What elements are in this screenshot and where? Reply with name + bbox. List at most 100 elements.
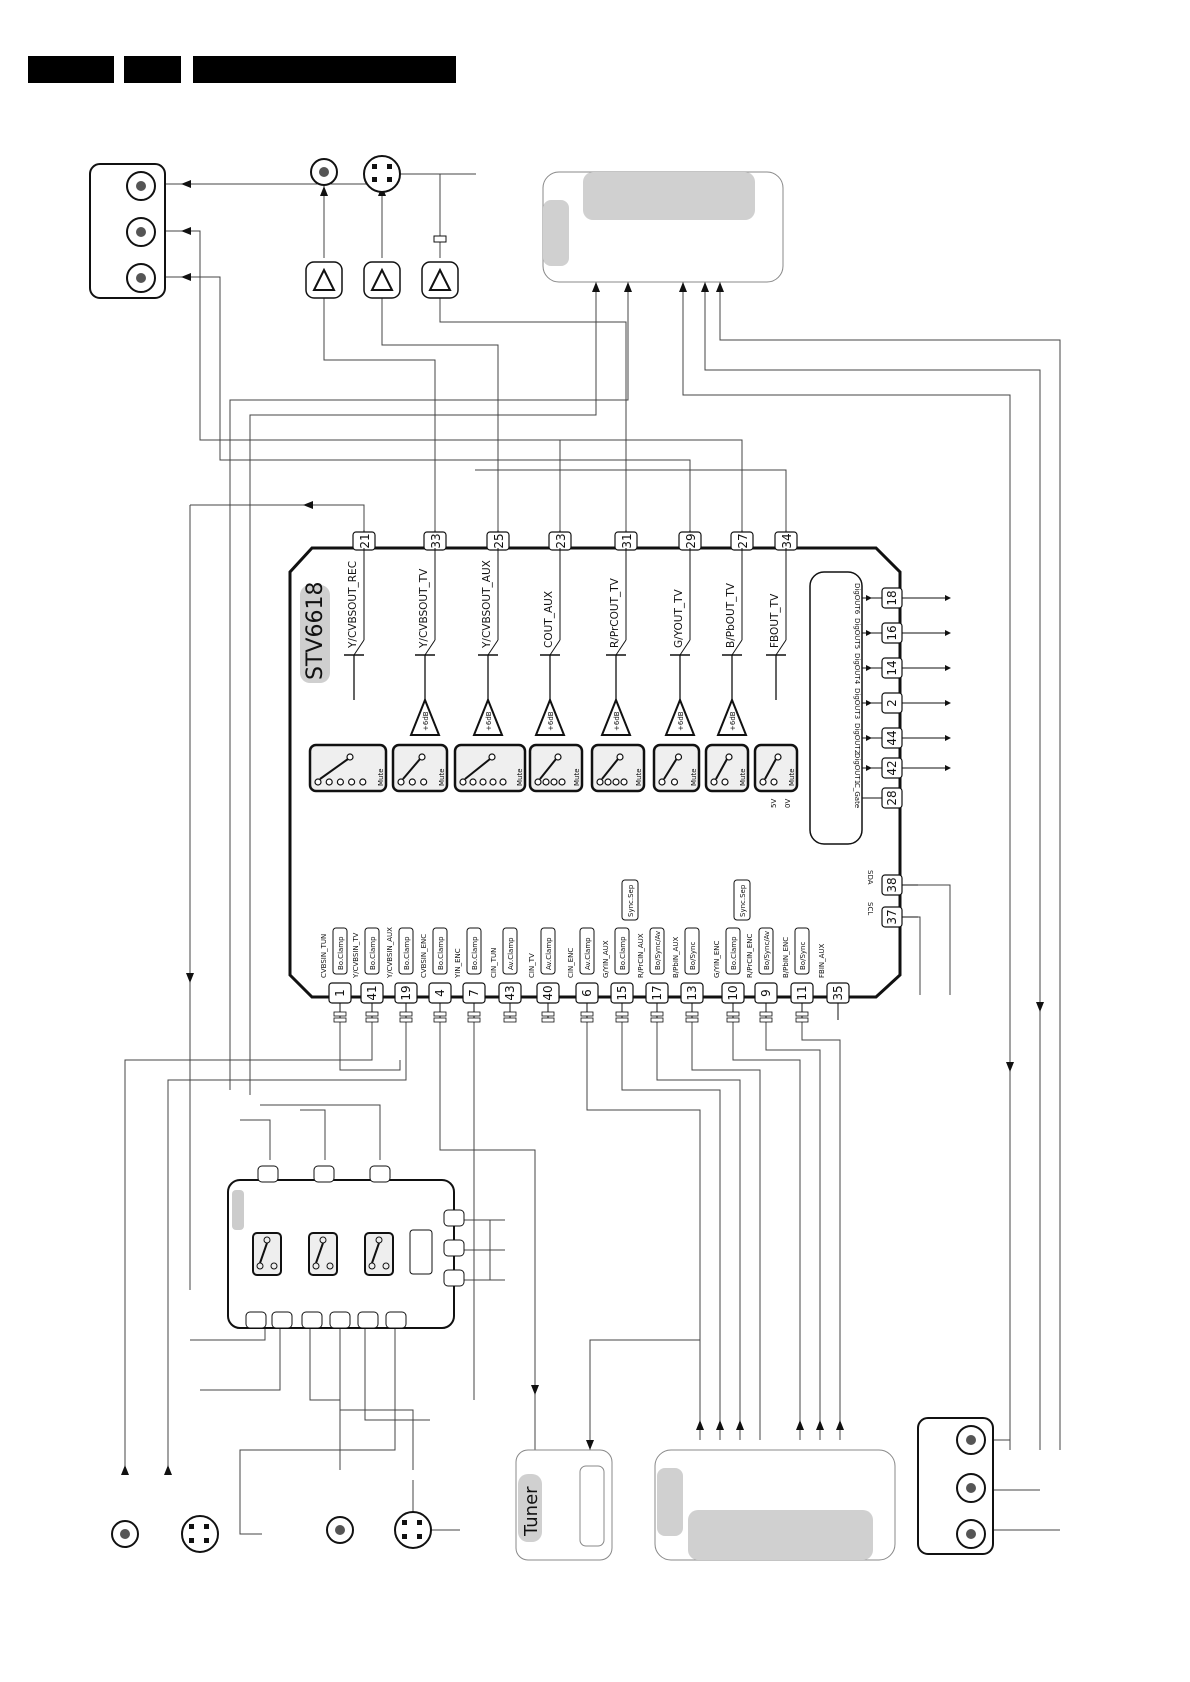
clamp-block-label: Av.Clamp	[507, 937, 515, 970]
header-bars	[28, 56, 456, 83]
buffer-3	[421, 261, 459, 299]
rca-jack-top[interactable]	[310, 158, 338, 186]
bottom-pin-number: 13	[685, 985, 699, 1000]
rca-jack-1[interactable]	[126, 171, 156, 201]
rca-jack-bottom-right-2[interactable]	[956, 1473, 986, 1503]
amp-6db: +6dB	[600, 697, 632, 736]
right-pin-number: 28	[885, 790, 899, 805]
top-connector-block	[542, 171, 784, 283]
arrow-marks	[121, 180, 1044, 1475]
right-pin-label: DigOUT2	[853, 723, 861, 754]
clamp-block-label: Bo.Clamp	[471, 936, 479, 970]
right-pin-number: 37	[885, 909, 899, 924]
right-pin-number: 18	[885, 590, 899, 605]
bottom-pin-number: 7	[467, 989, 481, 997]
bottom-pin-label: YIN_ENC	[454, 948, 462, 979]
bottom-pin-number: 41	[365, 985, 379, 1000]
bottom-pin-number: 10	[726, 985, 740, 1000]
mute-label: Mute	[739, 768, 747, 786]
mute-label: Mute	[377, 768, 385, 786]
bottom-pin-number: 43	[503, 985, 517, 1000]
svideo-jack-bottom-2[interactable]	[394, 1511, 432, 1549]
top-pin-label: B/PbOUT_TV	[725, 582, 737, 648]
buffer-1	[305, 261, 343, 299]
rca-jack-bottom-1[interactable]	[111, 1520, 139, 1548]
right-pin-number: 2	[885, 699, 899, 707]
bottom-pin-label: FBIN_AUX	[818, 943, 826, 978]
bottom-connector-gray-small	[657, 1468, 683, 1536]
top-pin-label: FBOUT_TV	[769, 593, 781, 648]
top-pin-31: 31R/PrCOUT_TV	[606, 530, 638, 700]
top-pin-27: 27B/PbOUT_TV	[722, 530, 754, 700]
bottom-pin-number: 19	[399, 985, 413, 1000]
clamp-block-label: Bo.Clamp	[403, 936, 411, 970]
mute-label: Mute	[690, 768, 698, 786]
svideo-jack-bottom-1[interactable]	[181, 1515, 219, 1553]
clamp-block-label: Bo/Sync/Av	[763, 931, 771, 970]
buffer-2	[363, 261, 401, 299]
right-pin-number: 38	[885, 877, 899, 892]
top-pin-29: 29G/YOUT_TV	[670, 530, 702, 700]
clamp-block-label: Bo.Clamp	[437, 936, 445, 970]
right-pin-number: 42	[885, 760, 899, 775]
connector-gray-small	[543, 200, 569, 266]
top-pin-label: COUT_AUX	[543, 591, 555, 648]
rca-jack-3[interactable]	[126, 263, 156, 293]
top-pin-number: 33	[429, 533, 443, 548]
sync-sep-label: Sync.Sep	[627, 884, 635, 917]
right-pin-label: SDA	[866, 870, 874, 885]
amplifier-group: +6dB+6dB+6dB+6dB+6dB+6dB	[409, 697, 748, 736]
amp-label: +6dB	[547, 711, 555, 731]
amp-label: +6dB	[422, 711, 430, 731]
top-jacks	[310, 155, 401, 193]
switch-ic-logic	[409, 1229, 433, 1275]
amp-6db: +6dB	[472, 697, 504, 736]
rca-jack-bottom-2[interactable]	[326, 1516, 354, 1544]
tuner-label: Tuner	[521, 1486, 542, 1537]
buffer-amplifiers	[305, 235, 459, 299]
switch-2	[308, 1232, 338, 1276]
amp-6db: +6dB	[534, 697, 566, 736]
bottom-pin-label: Y/CVBSIN_AUX	[386, 927, 394, 979]
capacitor-mark	[433, 235, 447, 243]
bottom-pin-label: G/YIN_AUX	[602, 940, 610, 978]
connector-gray-large	[583, 172, 755, 220]
bottom-pin-number: 35	[831, 985, 845, 1000]
mux-switch-3: Mute	[453, 743, 527, 793]
mux-switch-6: Mute	[652, 743, 701, 793]
rca-jack-2[interactable]	[126, 217, 156, 247]
mute-label: Mute	[516, 768, 524, 786]
clamp-block-label: Bo/Sync	[799, 942, 807, 970]
bottom-pin-number: 4	[433, 989, 447, 997]
switch-3	[364, 1232, 394, 1276]
bottom-pin-label: CIN_TV	[528, 953, 536, 978]
bottom-pin-label: G/YIN_ENC	[713, 940, 721, 978]
top-pin-group: 21Y/CVBSOUT_REC33Y/CVBSOUT_TV25Y/CVBSOUT…	[344, 530, 798, 700]
bottom-pin-number: 9	[759, 989, 773, 997]
clamp-block-label: Bo.Clamp	[337, 936, 345, 970]
header-bar-3	[193, 56, 456, 83]
bottom-pin-label: R/PrCIN_AUX	[637, 933, 645, 978]
top-pin-label: G/YOUT_TV	[673, 588, 685, 648]
header-bar-1	[28, 56, 114, 83]
top-pin-number: 34	[780, 533, 794, 548]
rca-jack-bottom-right-1[interactable]	[956, 1425, 986, 1455]
bottom-pin-number: 1	[333, 989, 347, 997]
rca-jack-bottom-right-3[interactable]	[956, 1519, 986, 1549]
top-pin-label: Y/CVBSOUT_AUX	[481, 560, 493, 649]
top-pin-label: R/PrCOUT_TV	[609, 577, 621, 648]
right-pin-28: 28C_Gate	[853, 783, 903, 809]
svideo-jack-top[interactable]	[363, 155, 401, 193]
clamp-block-label: Bo.Clamp	[369, 936, 377, 970]
